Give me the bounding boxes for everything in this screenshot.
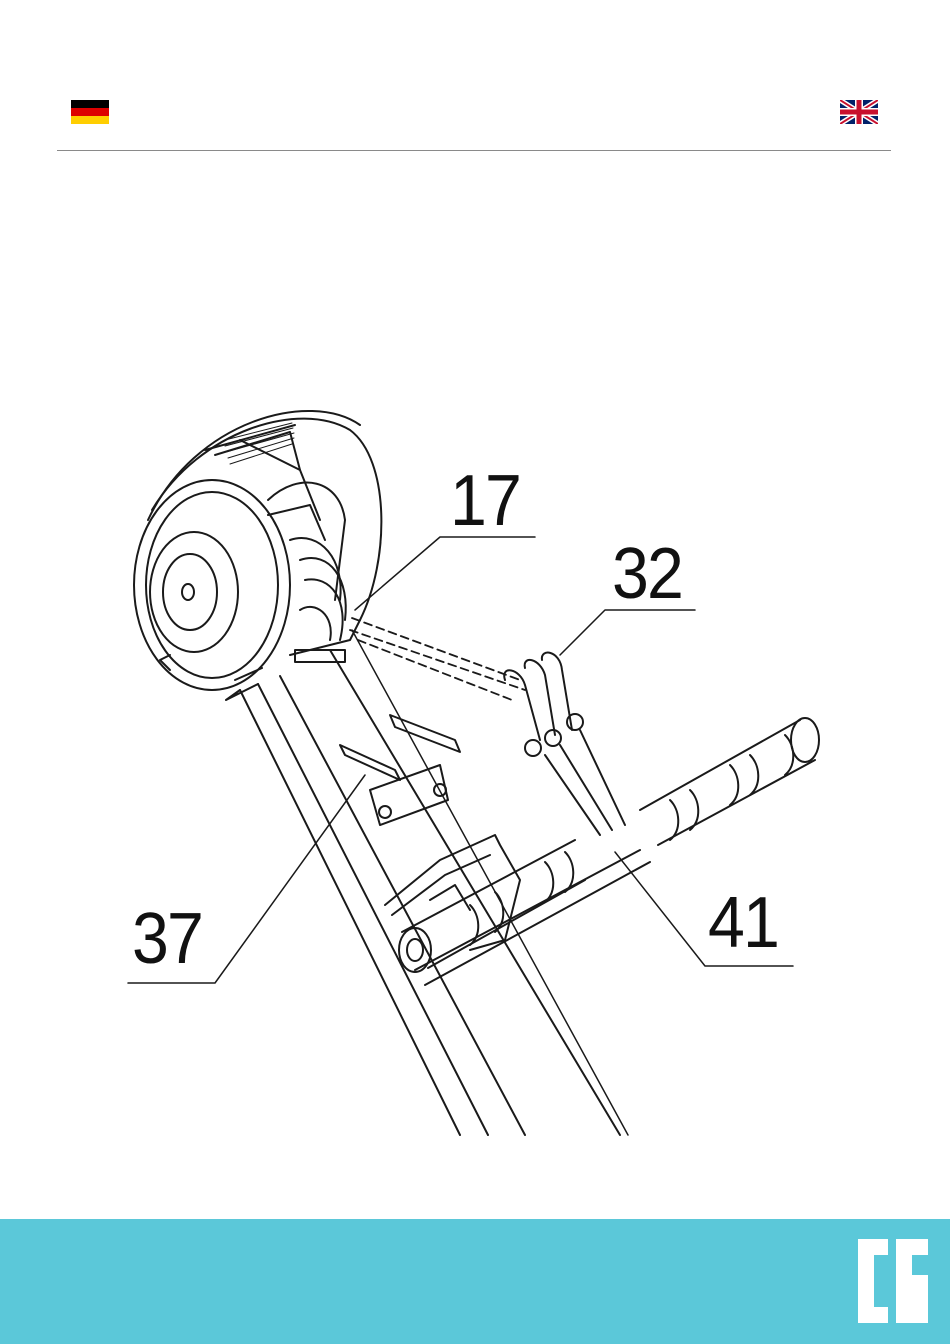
assembly-diagram xyxy=(0,0,950,1200)
callout-37: 37 xyxy=(132,903,202,975)
cs-logo-icon xyxy=(854,1235,932,1327)
callout-17: 17 xyxy=(450,465,520,537)
callout-32: 32 xyxy=(612,538,682,610)
flywheel-housing xyxy=(134,411,381,690)
leader-lines xyxy=(128,537,793,983)
strap-dashes xyxy=(350,618,525,700)
clip-part xyxy=(340,715,460,825)
carabiners xyxy=(504,653,625,835)
callout-41: 41 xyxy=(708,887,778,959)
footer-band xyxy=(0,1219,950,1344)
